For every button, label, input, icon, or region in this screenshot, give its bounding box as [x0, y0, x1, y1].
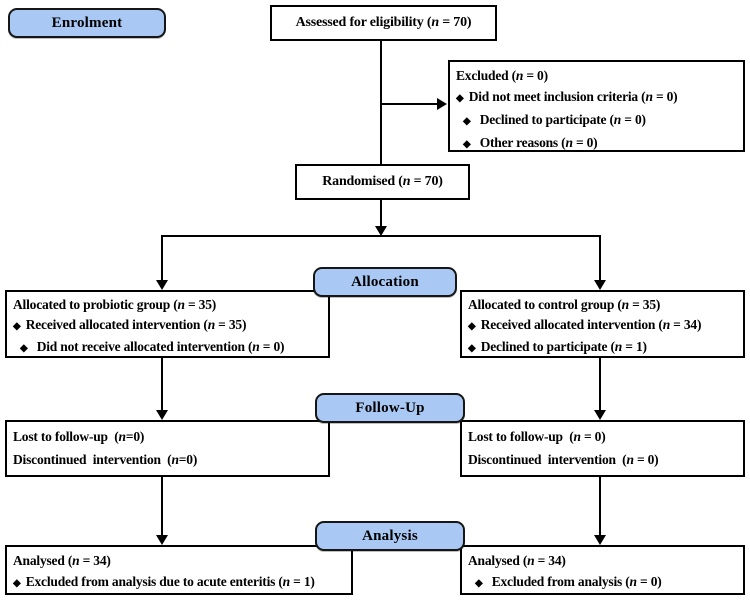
box-line: ◆ Other reasons (n = 0) — [456, 132, 737, 155]
arrowhead-into-analysis-left-icon — [156, 535, 168, 545]
arrowhead-into-followup-left-icon — [156, 410, 168, 420]
diamond-bullet-icon: ◆ — [468, 343, 476, 354]
connector-branch-to-excluded — [381, 103, 438, 105]
box-randomised: Randomised (n = 70) — [295, 164, 470, 200]
box-content: Analysed (n = 34) ◆ Excluded from analysis… — [7, 547, 351, 597]
connector-followup-to-analysis-left — [161, 476, 163, 536]
diamond-bullet-icon: ◆ — [463, 116, 471, 127]
box-line-text: Analysed (n = 34) — [468, 553, 566, 568]
box-line: Randomised (n = 70) — [322, 172, 443, 192]
box-line-text: Excluded from analysis due to acute ente… — [25, 574, 315, 589]
box-followup-control-group: Lost to follow-up (n = 0) Discontinued in… — [460, 420, 745, 477]
box-line: Lost to follow-up (n=0) — [13, 425, 322, 448]
box-content: Excluded (n = 0) ◆ Did not meet inclusion … — [450, 62, 743, 158]
diamond-bullet-icon: ◆ — [463, 139, 471, 150]
box-content: Allocated to probiotic group (n = 35) ◆ Re… — [7, 292, 328, 362]
box-line-text: Excluded from analysis (n = 0) — [491, 574, 662, 589]
connector-allocation-split — [161, 235, 601, 237]
box-line: ◆ Declined to participate (n = 1) — [468, 337, 737, 359]
box-line: ◆ Excluded from analysis due to acute ent… — [13, 571, 345, 594]
box-content: Allocated to control group (n = 35) ◆ Rece… — [462, 292, 743, 362]
connector-assessed-to-randomised — [380, 40, 382, 165]
stage-label-allocation: Allocation — [313, 267, 457, 297]
connector-randomised-to-split — [380, 199, 382, 227]
box-analysed-control-group: Analysed (n = 34) ◆ Excluded from analysis… — [460, 545, 745, 595]
diamond-bullet-icon: ◆ — [13, 321, 21, 332]
box-line-text: Randomised (n = 70) — [322, 174, 443, 189]
arrowhead-split-icon — [375, 226, 387, 236]
box-content: Randomised (n = 70) — [316, 169, 449, 195]
box-line-text: Declined to participate (n = 0) — [479, 112, 646, 127]
connector-followup-to-analysis-right — [599, 476, 601, 536]
box-content: Assessed for eligibility (n = 70) — [290, 10, 478, 36]
box-line: ◆ Declined to participate (n = 0) — [456, 109, 737, 132]
box-line-text: Assessed for eligibility (n = 70) — [295, 15, 472, 30]
arrowhead-into-control-icon — [594, 280, 606, 290]
box-line-text: Did not receive allocated intervention (… — [36, 339, 285, 354]
arrowhead-into-excluded-icon — [437, 98, 447, 110]
stage-label-analysis: Analysis — [315, 521, 465, 551]
box-allocated-control-group: Allocated to control group (n = 35) ◆ Rece… — [460, 290, 745, 358]
connector-split-to-probiotic — [161, 236, 163, 281]
arrowhead-into-followup-right-icon — [594, 410, 606, 420]
box-line-text: Analysed (n = 34) — [13, 553, 111, 568]
diamond-bullet-icon: ◆ — [468, 321, 476, 332]
box-line: Discontinued intervention (n = 0) — [468, 448, 737, 471]
box-line: ◆ Did not receive allocated intervention … — [13, 337, 322, 359]
box-line: Analysed (n = 34) — [468, 550, 737, 571]
box-line-text: Lost to follow-up (n = 0) — [468, 429, 606, 444]
diamond-bullet-icon: ◆ — [13, 578, 21, 589]
box-line-text: Discontinued intervention (n=0) — [13, 452, 198, 467]
box-line: ◆ Did not meet inclusion criteria (n = 0) — [456, 86, 737, 109]
box-content: Lost to follow-up (n=0) Discontinued inte… — [7, 422, 328, 474]
box-line: Excluded (n = 0) — [456, 65, 737, 86]
box-line-text: Declined to participate (n = 1) — [480, 339, 647, 354]
box-line: Allocated to probiotic group (n = 35) — [13, 295, 322, 315]
diamond-bullet-icon: ◆ — [456, 93, 464, 104]
diamond-bullet-icon: ◆ — [20, 343, 28, 354]
box-line: Allocated to control group (n = 35) — [468, 295, 737, 315]
box-line-text: Did not meet inclusion criteria (n = 0) — [468, 89, 678, 104]
box-line-text: Discontinued intervention (n = 0) — [468, 452, 659, 467]
box-line-text: Lost to follow-up (n=0) — [13, 429, 145, 444]
box-assessed-for-eligibility: Assessed for eligibility (n = 70) — [270, 5, 497, 41]
stage-label-followup: Follow-Up — [315, 393, 465, 423]
box-line: ◆ Excluded from analysis (n = 0) — [468, 571, 737, 594]
box-line: Assessed for eligibility (n = 70) — [296, 13, 472, 33]
box-line-text: Excluded (n = 0) — [456, 68, 548, 83]
box-line-text: Other reasons (n = 0) — [479, 135, 598, 150]
box-line-text: Allocated to control group (n = 35) — [468, 297, 661, 312]
box-content: Lost to follow-up (n = 0) Discontinued in… — [462, 422, 743, 474]
box-line: Analysed (n = 34) — [13, 550, 345, 571]
box-excluded: Excluded (n = 0) ◆ Did not meet inclusion … — [448, 60, 745, 152]
box-allocated-probiotic-group: Allocated to probiotic group (n = 35) ◆ Re… — [5, 290, 330, 358]
box-line: Lost to follow-up (n = 0) — [468, 425, 737, 448]
diamond-bullet-icon: ◆ — [475, 578, 483, 589]
box-line-text: Allocated to probiotic group (n = 35) — [13, 297, 217, 312]
box-line-text: Received allocated intervention (n = 34) — [480, 317, 702, 332]
arrowhead-into-analysis-right-icon — [594, 535, 606, 545]
box-line: ◆ Received allocated intervention (n = 35… — [13, 315, 322, 337]
connector-control-to-followup — [599, 357, 601, 411]
box-content: Analysed (n = 34) ◆ Excluded from analysis… — [462, 547, 743, 597]
box-line-text: Received allocated intervention (n = 35) — [25, 317, 247, 332]
box-analysed-probiotic-group: Analysed (n = 34) ◆ Excluded from analysis… — [5, 545, 353, 595]
box-followup-probiotic-group: Lost to follow-up (n=0) Discontinued inte… — [5, 420, 330, 477]
box-line: ◆ Received allocated intervention (n = 34… — [468, 315, 737, 337]
box-line: Discontinued intervention (n=0) — [13, 448, 322, 471]
arrowhead-into-probiotic-icon — [156, 280, 168, 290]
connector-split-to-control — [599, 236, 601, 281]
stage-label-enrolment: Enrolment — [8, 8, 166, 38]
connector-probiotic-to-followup — [161, 357, 163, 411]
